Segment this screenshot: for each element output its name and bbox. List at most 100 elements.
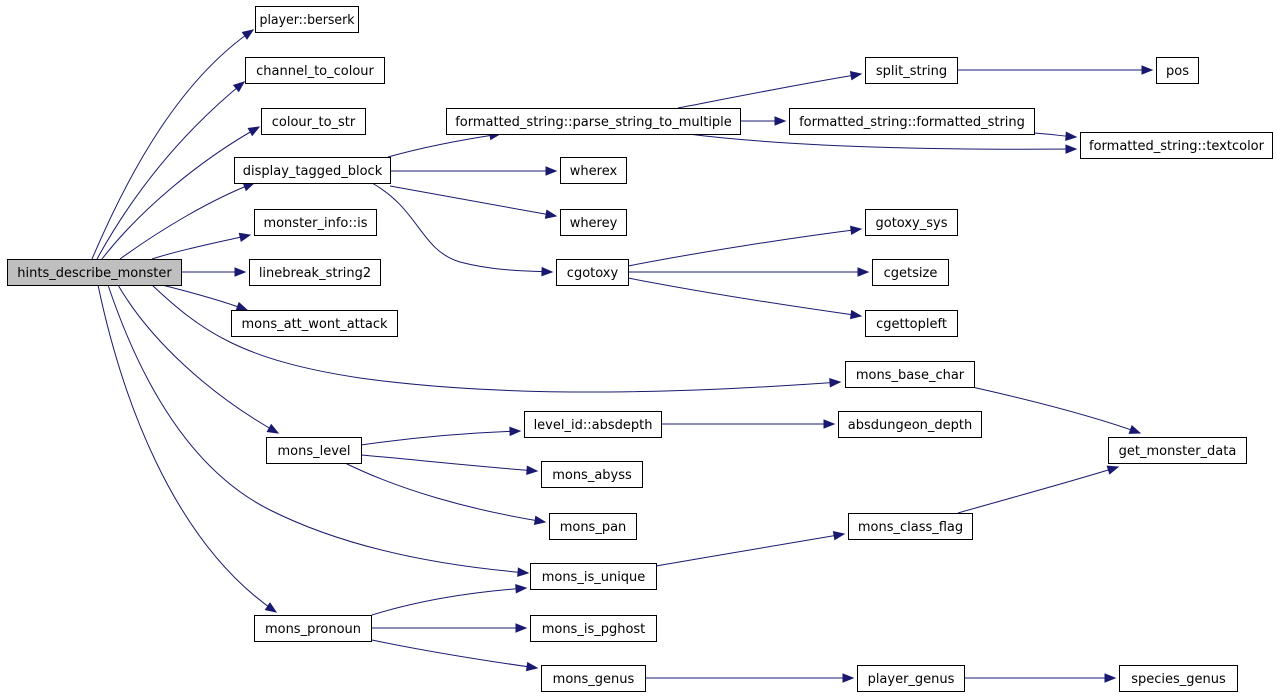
- node-mons-pan[interactable]: mons_pan: [549, 513, 637, 540]
- edge-arrowhead: [235, 301, 249, 311]
- edge-arrowhead: [823, 419, 836, 429]
- node-mons-level[interactable]: mons_level: [266, 437, 362, 464]
- node-label: pos: [1166, 64, 1189, 79]
- node-box[interactable]: [266, 437, 362, 464]
- node-level-id-absdepth[interactable]: level_id::absdepth: [524, 411, 662, 438]
- node-box[interactable]: [865, 209, 958, 236]
- node-box[interactable]: [1108, 437, 1247, 464]
- node-mons-is-unique[interactable]: mons_is_unique: [530, 563, 657, 590]
- node-label: mons_is_pghost: [542, 622, 646, 637]
- node-box[interactable]: [1119, 665, 1238, 692]
- node-box[interactable]: [446, 108, 741, 135]
- node-box[interactable]: [245, 57, 385, 84]
- node-label: channel_to_colour: [256, 64, 374, 79]
- node-hints-describe-monster[interactable]: hints_describe_monster: [7, 259, 182, 286]
- node-box[interactable]: [560, 209, 627, 236]
- node-box[interactable]: [541, 461, 643, 488]
- node-label: get_monster_data: [1119, 444, 1237, 459]
- node-cgettopleft[interactable]: cgettopleft: [865, 310, 958, 337]
- node-box[interactable]: [872, 259, 949, 286]
- node-mons-pronoun[interactable]: mons_pronoun: [254, 615, 372, 642]
- edge-arrowhead: [247, 126, 261, 137]
- node-box[interactable]: [789, 108, 1035, 135]
- node-box[interactable]: [1080, 132, 1273, 159]
- node-box[interactable]: [254, 615, 372, 642]
- edge-mons_level-to-mons_pan: [344, 462, 547, 526]
- edge-level_id_absdepth-to-absdungeon_depth: [661, 419, 836, 429]
- node-mons-is-pghost[interactable]: mons_is_pghost: [530, 615, 657, 642]
- edge-arrowhead: [1065, 144, 1078, 154]
- node-wherex[interactable]: wherex: [560, 157, 627, 184]
- edge-arrowhead: [842, 673, 855, 683]
- node-box[interactable]: [857, 665, 965, 692]
- node-absdungeon-depth[interactable]: absdungeon_depth: [838, 411, 982, 438]
- node-monster-info-is[interactable]: monster_info::is: [254, 209, 377, 236]
- node-box[interactable]: [541, 665, 646, 692]
- edge-arrowhead: [1128, 424, 1142, 434]
- edge-arrowhead: [238, 232, 252, 242]
- node-linebreak-string2[interactable]: linebreak_string2: [249, 259, 381, 286]
- node-label: absdungeon_depth: [848, 418, 973, 433]
- edge-line: [360, 454, 538, 472]
- node-box[interactable]: [1156, 57, 1199, 84]
- edge-line: [387, 133, 501, 158]
- node-display-tagged-block[interactable]: display_tagged_block: [234, 157, 391, 184]
- node-box[interactable]: [530, 563, 657, 590]
- node-parse-string-to-multiple[interactable]: formatted_string::parse_string_to_multip…: [446, 108, 741, 135]
- node-box[interactable]: [254, 209, 377, 236]
- node-mons-class-flag[interactable]: mons_class_flag: [848, 513, 973, 540]
- node-box[interactable]: [865, 310, 958, 337]
- node-box[interactable]: [556, 259, 629, 286]
- node-fs-textcolor[interactable]: formatted_string::textcolor: [1080, 132, 1273, 159]
- node-get-monster-data[interactable]: get_monster_data: [1108, 437, 1247, 464]
- edge-hints_describe_monster-to-player_berserk: [91, 29, 255, 260]
- edge-hints_describe_monster-to-mons_pronoun: [97, 284, 278, 613]
- node-player-berserk[interactable]: player::berserk: [255, 6, 359, 33]
- node-box[interactable]: [838, 411, 982, 438]
- node-label: mons_pan: [560, 520, 627, 535]
- node-box[interactable]: [234, 157, 391, 184]
- node-label: species_genus: [1131, 672, 1226, 687]
- node-mons-abyss[interactable]: mons_abyss: [541, 461, 643, 488]
- node-box[interactable]: [865, 57, 958, 84]
- node-cgetsize[interactable]: cgetsize: [872, 259, 949, 286]
- edge-mons_is_unique-to-mons_class_flag: [655, 531, 846, 567]
- node-box[interactable]: [261, 108, 366, 135]
- node-box[interactable]: [231, 310, 398, 337]
- node-channel-to-colour[interactable]: channel_to_colour: [245, 57, 385, 84]
- node-box[interactable]: [848, 513, 973, 540]
- edge-cgotoxy-to-cgettopleft: [627, 277, 863, 320]
- node-split-string[interactable]: split_string: [865, 57, 958, 84]
- node-cgotoxy[interactable]: cgotoxy: [556, 259, 629, 286]
- node-wherey[interactable]: wherey: [560, 209, 627, 236]
- node-box[interactable]: [255, 6, 359, 33]
- edge-line: [151, 284, 841, 393]
- edge-line: [107, 284, 529, 574]
- node-colour-to-str[interactable]: colour_to_str: [261, 108, 366, 135]
- node-mons-base-char[interactable]: mons_base_char: [845, 361, 975, 388]
- node-pos[interactable]: pos: [1156, 57, 1199, 84]
- node-box[interactable]: [249, 259, 381, 286]
- node-player-genus[interactable]: player_genus: [857, 665, 965, 692]
- node-box[interactable]: [549, 513, 637, 540]
- node-box[interactable]: [845, 361, 975, 388]
- node-label: cgotoxy: [567, 266, 619, 281]
- node-mons-genus[interactable]: mons_genus: [541, 665, 646, 692]
- node-box[interactable]: [560, 157, 627, 184]
- edge-line: [677, 73, 862, 109]
- edge-line: [627, 277, 862, 317]
- node-box[interactable]: [524, 411, 662, 438]
- edge-line: [687, 133, 1077, 150]
- node-box[interactable]: [530, 615, 657, 642]
- edge-line: [117, 284, 279, 434]
- node-fs-formatted-string[interactable]: formatted_string::formatted_string: [789, 108, 1035, 135]
- edge-arrowhead: [774, 116, 787, 126]
- node-mons-att-wont-attack[interactable]: mons_att_wont_attack: [231, 310, 398, 337]
- node-gotoxy-sys[interactable]: gotoxy_sys: [865, 209, 958, 236]
- edge-arrowhead: [526, 465, 539, 475]
- node-box[interactable]: [7, 259, 182, 286]
- edge-cgotoxy-to-gotoxy_sys: [627, 225, 863, 267]
- edge-arrowhead: [515, 584, 528, 594]
- node-species-genus[interactable]: species_genus: [1119, 665, 1238, 692]
